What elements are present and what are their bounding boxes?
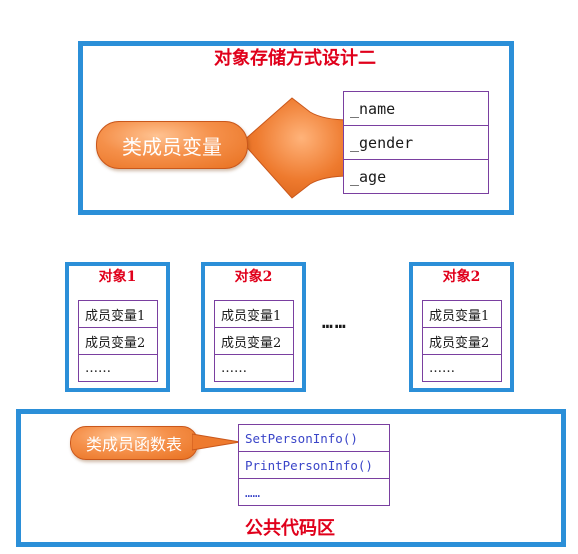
function-row: …… xyxy=(238,478,390,506)
member-name: _name xyxy=(350,99,396,118)
class-member-variables-callout: 类成员变量 xyxy=(96,121,248,169)
member-name: _gender xyxy=(350,133,414,152)
function-row: PrintPersonInfo() xyxy=(238,451,390,479)
object-row-text: …… xyxy=(429,360,455,376)
object-row-text: 成员变量1 xyxy=(429,308,490,324)
object-row: 成员变量2 xyxy=(214,327,294,355)
object-row-text: 成员变量1 xyxy=(85,308,146,324)
member-cell: _name xyxy=(343,91,489,126)
object-title: 对象2 xyxy=(442,269,481,285)
object-row-text: …… xyxy=(221,360,247,376)
object-row-text: 成员变量1 xyxy=(221,308,282,324)
object-row: …… xyxy=(78,354,158,382)
member-cell: _age xyxy=(343,159,489,194)
callout-text: 类成员函数表 xyxy=(85,435,182,454)
object-row-text: 成员变量2 xyxy=(221,335,282,351)
object-row: 成员变量2 xyxy=(422,327,502,355)
function-name: …… xyxy=(245,484,261,500)
class-member-function-table-callout: 类成员函数表 xyxy=(70,426,198,460)
object-row: 成员变量1 xyxy=(422,300,502,328)
object-title: 对象2 xyxy=(234,269,273,285)
object-title: 对象1 xyxy=(98,269,137,285)
object-row-text: …… xyxy=(85,360,111,376)
object-row: 成员变量1 xyxy=(214,300,294,328)
object-row: …… xyxy=(422,354,502,382)
public-code-area-label: 公共代码区 xyxy=(245,518,335,539)
arrow-shape xyxy=(241,97,351,199)
callout-pointer-shape xyxy=(192,433,241,451)
object-row: 成员变量2 xyxy=(78,327,158,355)
between-dots: …… xyxy=(322,312,348,333)
object-row: …… xyxy=(214,354,294,382)
member-cell: _gender xyxy=(343,125,489,160)
function-name: SetPersonInfo() xyxy=(245,430,358,446)
top-title: 对象存储方式设计二 xyxy=(214,48,376,69)
callout-text: 类成员变量 xyxy=(122,134,222,159)
function-name: PrintPersonInfo() xyxy=(245,457,373,473)
object-row: 成员变量1 xyxy=(78,300,158,328)
object-row-text: 成员变量2 xyxy=(85,335,146,351)
object-row-text: 成员变量2 xyxy=(429,335,490,351)
member-name: _age xyxy=(350,167,387,186)
function-row: SetPersonInfo() xyxy=(238,424,390,452)
